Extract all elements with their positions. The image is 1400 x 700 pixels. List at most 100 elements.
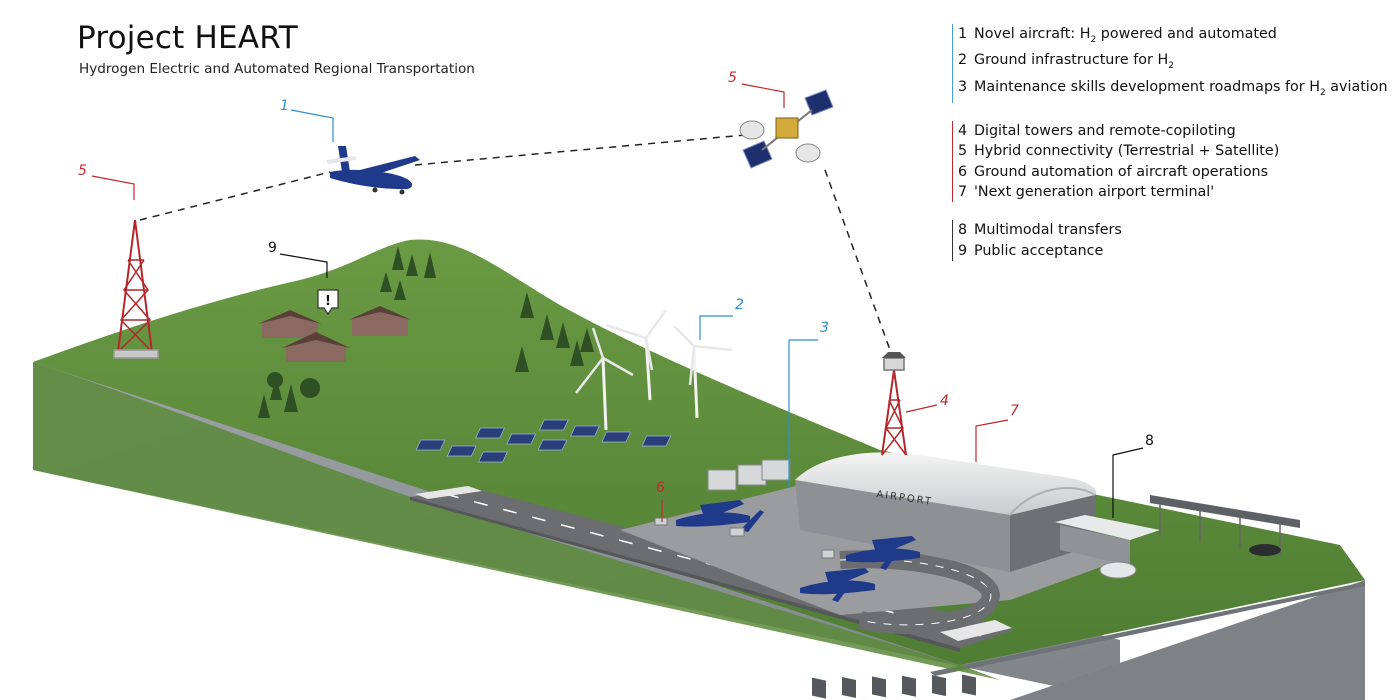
legend-item-subscript: 2 xyxy=(1168,61,1174,72)
digital-tower xyxy=(881,352,907,456)
trees xyxy=(258,246,594,418)
legend-item-text: Multimodal transfers xyxy=(974,222,1122,239)
legend-item: 7 'Next generation airport terminal' xyxy=(958,182,1398,202)
solar-panel-field xyxy=(415,419,672,463)
parked-car xyxy=(1249,544,1281,556)
leader-public xyxy=(279,253,328,278)
legend-item: 5 Hybrid connectivity (Terrestrial + Sate… xyxy=(958,141,1398,161)
legend-item-text: 'Next generation airport terminal' xyxy=(974,184,1215,201)
legend-item-number: 4 xyxy=(958,122,968,139)
page-subtitle: Hydrogen Electric and Automated Regional… xyxy=(79,61,475,77)
terminal-gate-doors xyxy=(812,674,976,699)
legend-item-text: Public acceptance xyxy=(974,242,1104,259)
legend-item-number: 3 xyxy=(958,78,968,95)
legend-item: 1 Novel aircraft: H2 powered and automate… xyxy=(958,24,1398,50)
shuttle-vehicle xyxy=(1099,561,1137,579)
callout-ground-automation: 6 xyxy=(656,480,665,496)
legend-item-number: 9 xyxy=(958,242,968,259)
leader-maintenance xyxy=(788,339,818,488)
satellite-dish-right xyxy=(795,143,821,163)
callout-multimodal: 8 xyxy=(1145,433,1154,449)
legend-item-number: 7 xyxy=(958,184,968,201)
station-wall xyxy=(1060,525,1130,565)
legend-item-number: 6 xyxy=(958,163,968,180)
callout-public: 9 xyxy=(268,240,277,256)
leader-aircraft xyxy=(290,109,334,142)
village-houses: ! xyxy=(258,289,412,362)
wind-turbines xyxy=(575,309,733,431)
callout-maintenance: 3 xyxy=(820,320,829,336)
terrain-front-face xyxy=(1010,580,1365,700)
callout-ground-tower: 5 xyxy=(78,163,87,179)
terrain-front-face-edge xyxy=(930,582,1365,676)
legend-item-number: 5 xyxy=(958,143,968,160)
legend-item: 4 Digital towers and remote-copiloting xyxy=(958,121,1398,141)
legend-item-text: Novel aircraft: H xyxy=(974,26,1091,42)
runway-threshold-start xyxy=(415,486,482,499)
radio-tower xyxy=(113,219,159,359)
house xyxy=(282,332,350,362)
runway-threshold-end xyxy=(940,620,1012,641)
legend-item-subscript: 2 xyxy=(1319,87,1326,98)
leader-h2-infra xyxy=(699,315,733,340)
house xyxy=(348,306,412,336)
carport-canopy xyxy=(1150,495,1300,528)
connectivity-links xyxy=(139,134,891,351)
legend-group: 8 Multimodal transfers 9 Public acceptance xyxy=(952,220,1398,262)
satellite xyxy=(739,89,834,169)
link-aircraft-to-satellite xyxy=(414,134,746,166)
runway-shoulder xyxy=(410,497,960,652)
legend-item-number: 1 xyxy=(958,26,968,42)
alert-bubble-icon: ! xyxy=(317,289,339,316)
legend-item-text: Maintenance skills development roadmaps … xyxy=(974,78,1320,95)
callout-aircraft: 1 xyxy=(280,98,289,114)
airport-terminal: AIRPORT xyxy=(795,452,1097,699)
legend-item: 8 Multimodal transfers xyxy=(958,220,1398,240)
leader-digital-tower xyxy=(905,404,938,413)
flying-aircraft xyxy=(326,146,420,195)
legend-group: 4 Digital towers and remote-copiloting 5 Hy… xyxy=(952,120,1398,203)
wind-turbine xyxy=(605,309,668,401)
parked-aircraft xyxy=(676,500,920,602)
callout-leaders xyxy=(91,83,1144,522)
carport-posts xyxy=(1159,503,1281,555)
hydrogen-storage-units xyxy=(707,459,791,491)
terrain-block xyxy=(33,239,1365,700)
terminal-roof-edge xyxy=(1009,487,1096,516)
legend-item-number: 2 xyxy=(958,52,968,69)
leader-satellite xyxy=(741,83,785,108)
station-roof xyxy=(1055,515,1160,540)
terrain-grass-lower xyxy=(33,362,1000,680)
link-satellite-to-tower xyxy=(824,169,891,351)
terminal-front-wall xyxy=(795,480,1010,572)
aircraft-apron-2 xyxy=(846,536,920,570)
alert-symbol: ! xyxy=(325,294,331,309)
wind-turbine xyxy=(673,325,733,419)
house xyxy=(258,310,322,338)
legend-item-subscript: 2 xyxy=(1090,34,1097,45)
leader-multimodal xyxy=(1112,447,1144,518)
solar-array-right xyxy=(804,89,834,116)
legend-item-text-suffix: powered and automated xyxy=(1096,26,1277,42)
legend-item-text: Hybrid connectivity (Terrestrial + Satel… xyxy=(974,143,1280,160)
legend-item-number: 8 xyxy=(958,222,968,239)
legend-item-text-suffix: aviation xyxy=(1325,78,1388,95)
wind-turbine xyxy=(575,327,634,431)
legend-item-text: Ground infrastructure for H xyxy=(974,52,1169,69)
callout-h2-infra: 2 xyxy=(735,297,744,313)
terminal-roof xyxy=(795,452,1097,515)
callout-terminal: 7 xyxy=(1010,403,1019,419)
legend-item: 9 Public acceptance xyxy=(958,241,1398,261)
legend-item-text: Digital towers and remote-copiloting xyxy=(974,122,1236,139)
ground-vehicles xyxy=(654,517,835,559)
terminal-side-wall xyxy=(1010,495,1095,572)
satellite-dish-left xyxy=(739,120,765,140)
link-tower-to-aircraft xyxy=(139,171,331,221)
taxiway-loop-line xyxy=(839,558,992,626)
